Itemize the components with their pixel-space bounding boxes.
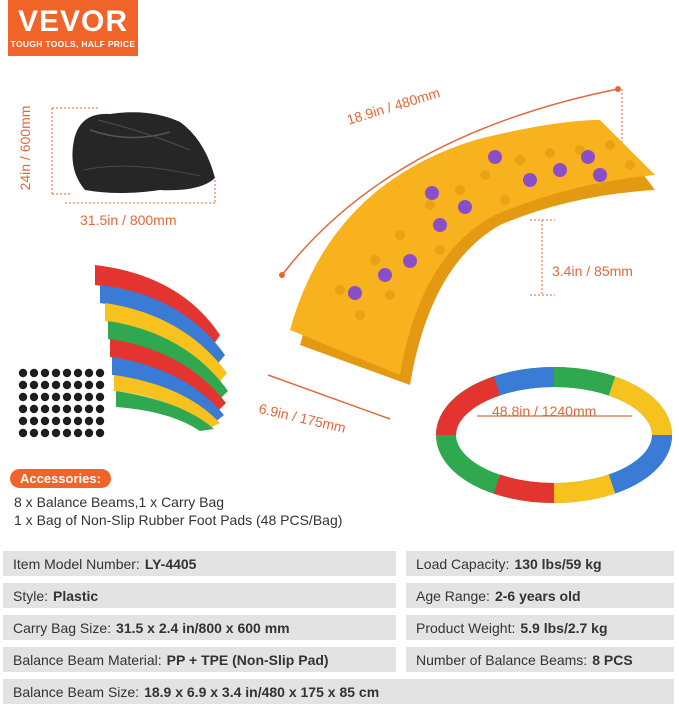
foot-pad-dot: [62, 404, 72, 414]
spec-value: 8 PCS: [592, 651, 633, 668]
spec-model-number: Item Model Number:LY-4405: [3, 551, 396, 576]
beam-height-label: 3.4in / 85mm: [552, 263, 633, 279]
foot-pad-dot: [95, 392, 105, 402]
foot-pad-dot: [95, 380, 105, 390]
bag-height-label: 24in / 600mm: [17, 105, 33, 191]
spec-value: 130 lbs/59 kg: [514, 555, 602, 572]
spec-label: Balance Beam Material:: [13, 651, 162, 668]
foot-pad-dot: [18, 404, 28, 414]
foot-pad-dot: [84, 416, 94, 426]
foot-pad-dot: [51, 416, 61, 426]
foot-pad-dot: [62, 416, 72, 426]
foot-pad-dot: [84, 428, 94, 438]
foot-pad-dot: [18, 392, 28, 402]
foot-pad-dot: [29, 380, 39, 390]
foot-pad-dot: [29, 392, 39, 402]
spec-label: Carry Bag Size:: [13, 619, 112, 636]
foot-pad-dot: [84, 392, 94, 402]
foot-pad-dot: [73, 380, 83, 390]
spec-label: Balance Beam Size:: [13, 683, 140, 700]
foot-pad-dot: [73, 368, 83, 378]
foot-pad-dot: [51, 404, 61, 414]
spec-style: Style:Plastic: [3, 583, 396, 608]
foot-pad-dot: [18, 380, 28, 390]
accessories-line-1: 8 x Balance Beams,1 x Carry Bag: [14, 494, 225, 510]
foot-pad-dot: [29, 368, 39, 378]
foot-pad-dot: [18, 416, 28, 426]
spec-value: 18.9 x 6.9 x 3.4 in/480 x 175 x 85 cm: [144, 683, 380, 700]
foot-pad-dot: [40, 428, 50, 438]
spec-age-range: Age Range:2-6 years old: [406, 583, 674, 608]
foot-pad-dot: [95, 416, 105, 426]
foot-pads-image: [18, 368, 105, 438]
spec-label: Style:: [13, 587, 49, 604]
spec-value: 5.9 lbs/2.7 kg: [520, 619, 608, 636]
foot-pad-dot: [51, 392, 61, 402]
balance-beam-image: [267, 86, 655, 420]
foot-pad-dot: [62, 380, 72, 390]
spec-value: Plastic: [53, 587, 99, 604]
foot-pad-dot: [95, 404, 105, 414]
ring-layout-image: [436, 366, 673, 504]
stacked-beams-image: [95, 265, 228, 431]
foot-pad-dot: [51, 368, 61, 378]
foot-pad-dot: [51, 380, 61, 390]
spec-number-of-beams: Number of Balance Beams:8 PCS: [406, 647, 674, 672]
foot-pad-dot: [73, 392, 83, 402]
spec-label: Load Capacity:: [416, 555, 510, 572]
foot-pad-dot: [84, 368, 94, 378]
foot-pad-dot: [62, 428, 72, 438]
accessories-badge: Accessories:: [10, 469, 111, 488]
foot-pad-dot: [40, 368, 50, 378]
logo-tagline: TOUGH TOOLS, HALF PRICE: [10, 39, 136, 49]
spec-beam-size: Balance Beam Size:18.9 x 6.9 x 3.4 in/48…: [3, 679, 674, 704]
foot-pad-dot: [40, 416, 50, 426]
logo-wordmark: VEVOR: [17, 5, 129, 38]
foot-pad-dot: [40, 380, 50, 390]
foot-pad-dot: [29, 404, 39, 414]
spec-label: Product Weight:: [416, 619, 516, 636]
foot-pad-dot: [18, 368, 28, 378]
spec-value: LY-4405: [144, 555, 197, 572]
spec-label: Number of Balance Beams:: [416, 651, 588, 668]
bag-width-label: 31.5in / 800mm: [80, 212, 177, 228]
foot-pad-dot: [84, 380, 94, 390]
foot-pad-dot: [62, 368, 72, 378]
foot-pad-dot: [73, 428, 83, 438]
foot-pad-dot: [73, 404, 83, 414]
foot-pad-dot: [51, 428, 61, 438]
foot-pad-dot: [95, 368, 105, 378]
spec-value: 31.5 x 2.4 in/800 x 600 mm: [116, 619, 290, 636]
spec-product-weight: Product Weight:5.9 lbs/2.7 kg: [406, 615, 674, 640]
carry-bag-image: [51, 107, 216, 204]
spec-beam-material: Balance Beam Material:PP + TPE (Non-Slip…: [3, 647, 396, 672]
foot-pad-dot: [84, 404, 94, 414]
spec-carry-bag-size: Carry Bag Size:31.5 x 2.4 in/800 x 600 m…: [3, 615, 396, 640]
foot-pad-dot: [62, 392, 72, 402]
spec-value: 2-6 years old: [494, 587, 581, 604]
ring-diameter-label: 48.8in / 1240mm: [492, 403, 597, 419]
spec-load-capacity: Load Capacity:130 lbs/59 kg: [406, 551, 674, 576]
foot-pad-dot: [40, 392, 50, 402]
foot-pad-dot: [18, 428, 28, 438]
foot-pad-dot: [40, 404, 50, 414]
spec-value: PP + TPE (Non-Slip Pad): [166, 651, 329, 668]
foot-pad-dot: [29, 416, 39, 426]
spec-label: Item Model Number:: [13, 555, 140, 572]
spec-label: Age Range:: [416, 587, 490, 604]
vevor-logo: VEVOR TOUGH TOOLS, HALF PRICE: [8, 0, 138, 56]
foot-pad-dot: [29, 428, 39, 438]
foot-pad-dot: [95, 428, 105, 438]
foot-pad-dot: [73, 416, 83, 426]
accessories-line-2: 1 x Bag of Non-Slip Rubber Foot Pads (48…: [14, 512, 343, 528]
